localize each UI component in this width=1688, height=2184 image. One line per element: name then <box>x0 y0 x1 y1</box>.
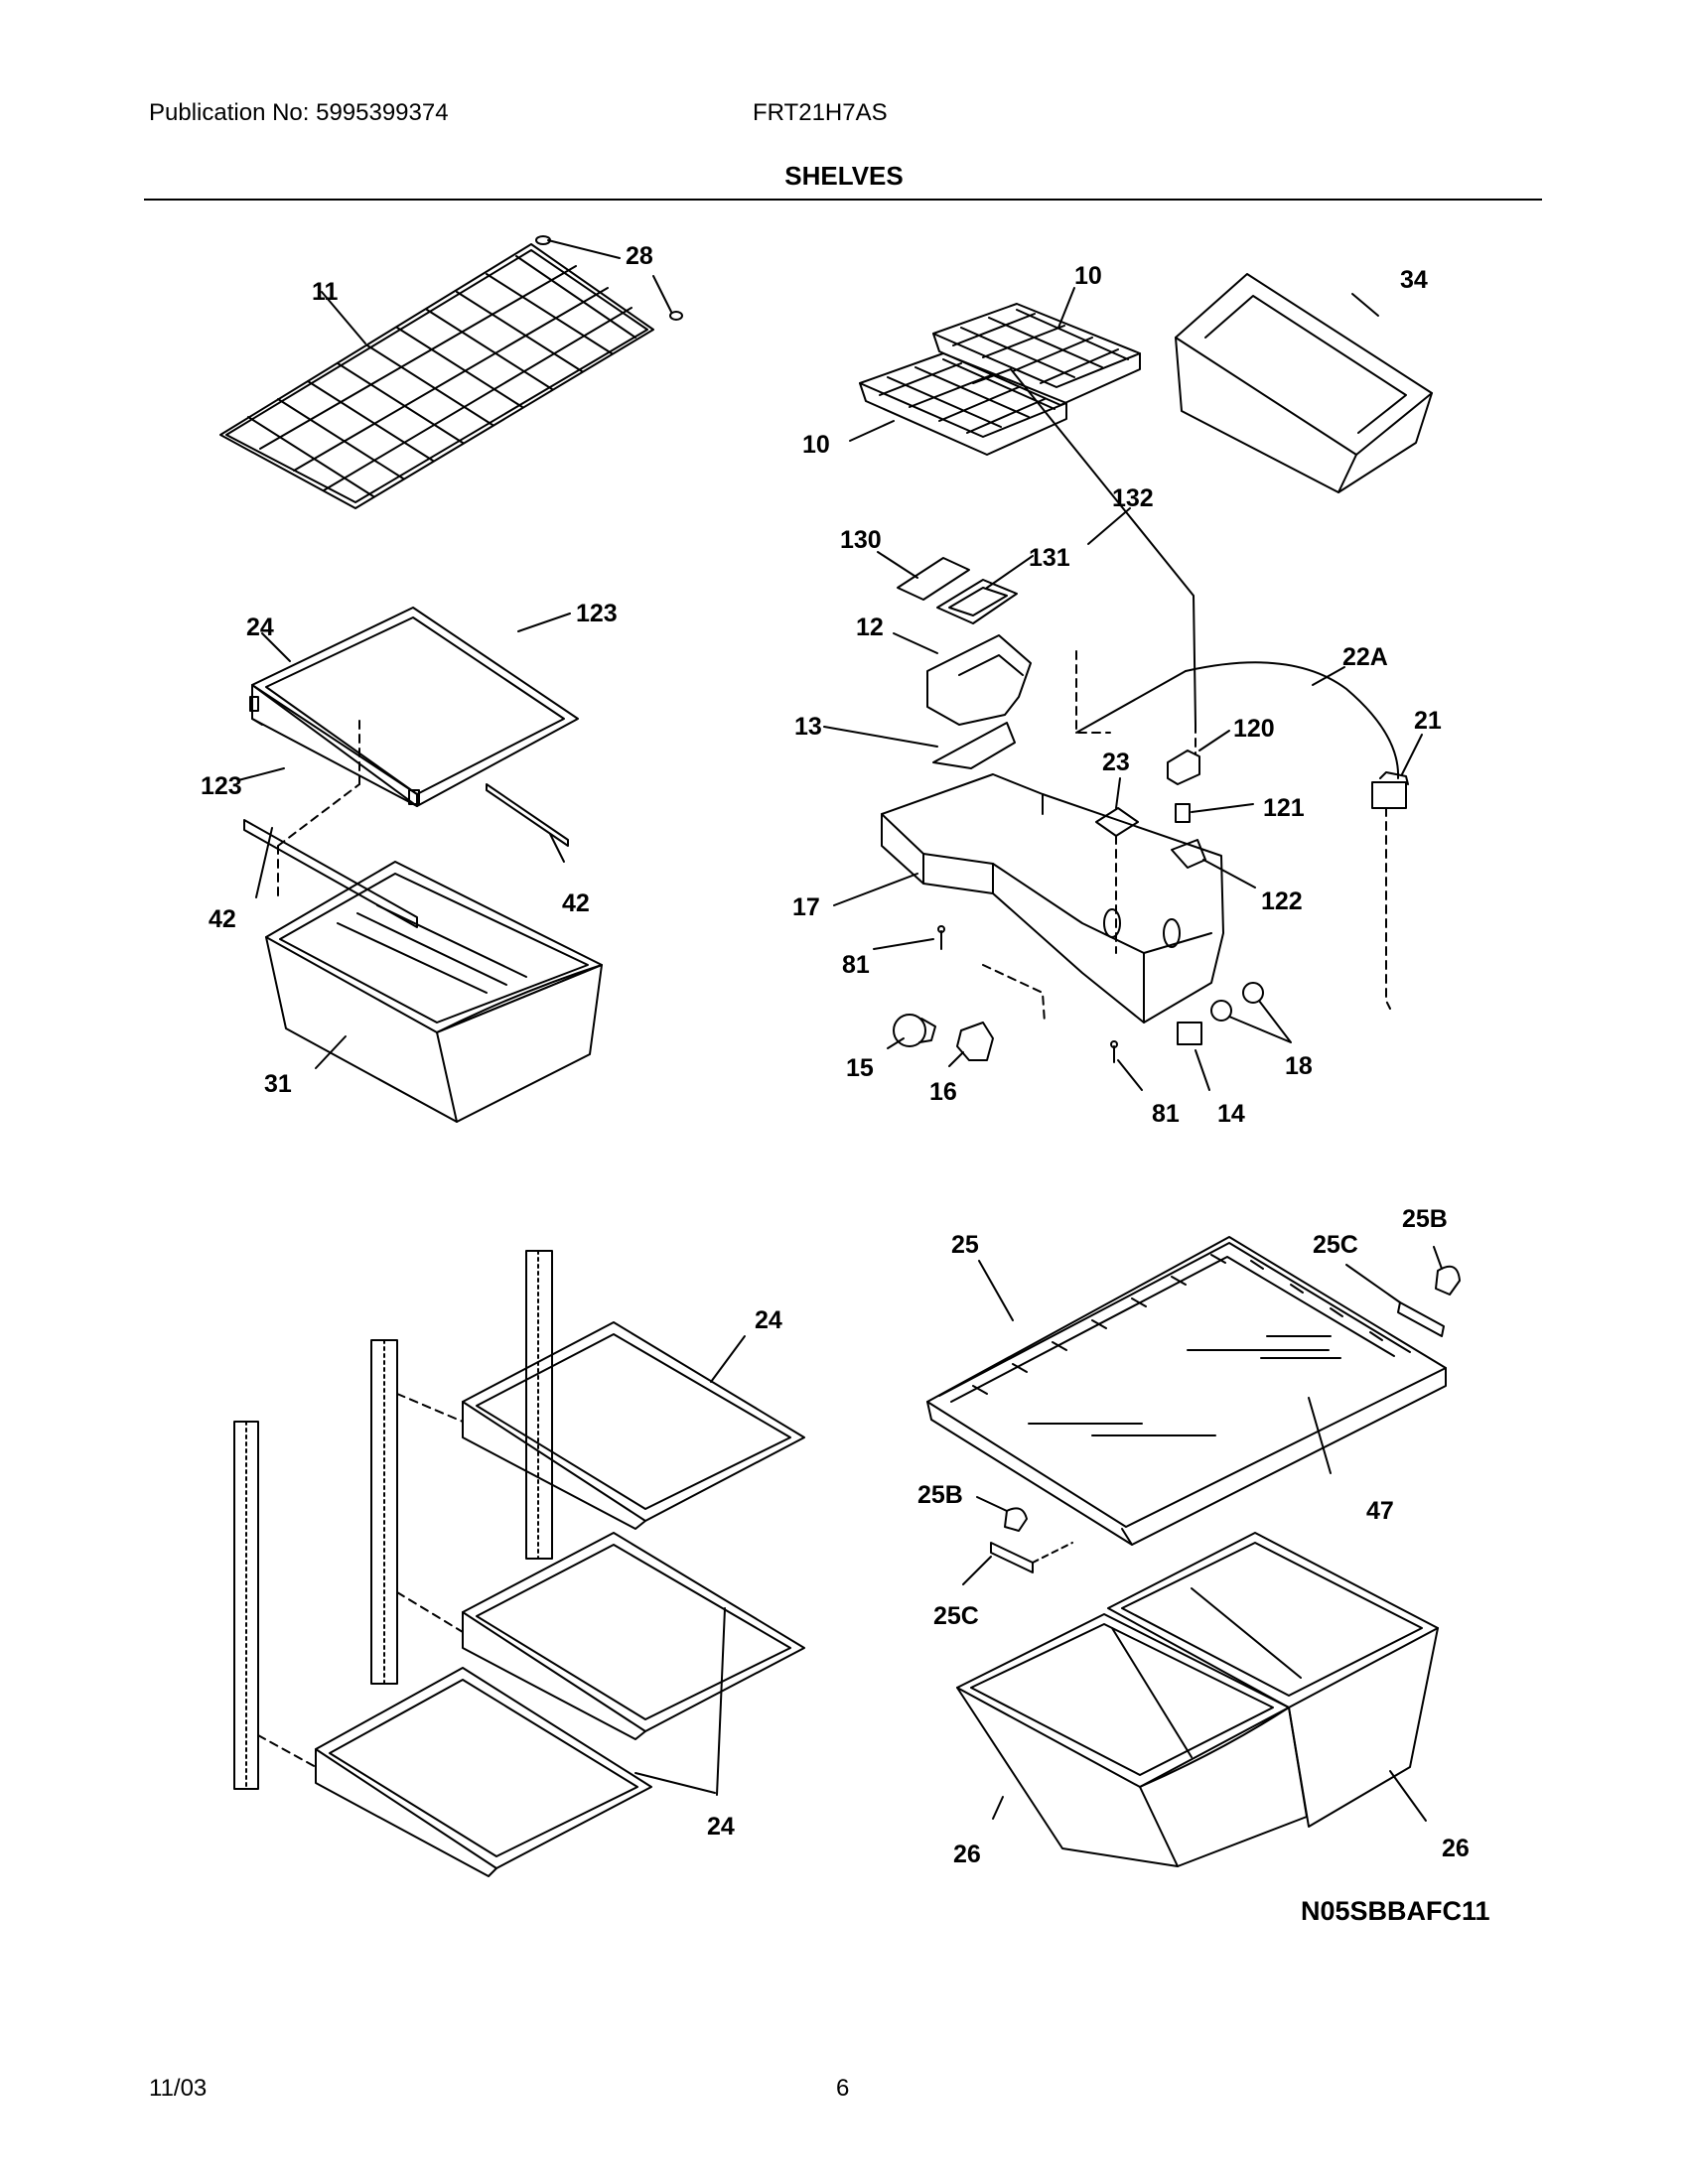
shelf-ladder-middle <box>370 1339 398 1685</box>
door-bin <box>1175 273 1433 493</box>
callout-18: 18 <box>1285 1052 1313 1080</box>
header-divider <box>144 199 1542 201</box>
callout-24-stack-top: 24 <box>755 1306 782 1334</box>
callout-28: 28 <box>626 242 653 270</box>
harness-132 <box>972 368 1196 755</box>
publication-number: Publication No: 5995399374 <box>149 99 449 126</box>
shelf-ladder-rear <box>525 1250 553 1560</box>
page-number: 6 <box>836 2075 850 2102</box>
light-bulb <box>893 1014 936 1047</box>
callout-22a: 22A <box>1342 643 1388 671</box>
cover-130 <box>897 557 970 601</box>
footer-date: 11/03 <box>149 2075 208 2102</box>
callout-12: 12 <box>856 614 884 641</box>
callout-23: 23 <box>1102 749 1130 776</box>
model-number: FRT21H7AS <box>753 99 888 126</box>
part-21 <box>1371 771 1409 1010</box>
callout-25b-left: 25B <box>917 1481 963 1509</box>
callout-16: 16 <box>929 1078 957 1106</box>
callout-81-upper: 81 <box>842 951 870 979</box>
crisper-cover <box>926 1236 1447 1546</box>
callout-123-upper: 123 <box>576 600 618 627</box>
frame-131 <box>936 579 1018 624</box>
callout-31: 31 <box>264 1070 292 1098</box>
deflector-13 <box>932 722 1016 769</box>
callout-14: 14 <box>1217 1100 1245 1128</box>
callout-24-stack-bottom: 24 <box>707 1813 735 1841</box>
diagram-code: N05SBBAFC11 <box>1301 1896 1490 1926</box>
callout-121: 121 <box>1263 794 1305 822</box>
callout-42-left: 42 <box>209 905 236 933</box>
glass-shelf-stack-1 <box>396 1321 805 1530</box>
callout-122: 122 <box>1261 887 1303 915</box>
callout-13: 13 <box>794 713 822 741</box>
callout-labels: 11 28 10 10 34 132 130 131 12 13 22A 21 … <box>201 242 1470 1868</box>
callout-15: 15 <box>846 1054 874 1082</box>
callout-25b-right: 25B <box>1402 1205 1448 1233</box>
callout-131: 131 <box>1029 544 1070 572</box>
callout-25c-right: 25C <box>1313 1231 1358 1259</box>
light-socket <box>956 964 1046 1061</box>
screw-81-lower <box>1110 1040 1118 1063</box>
leader-lines <box>237 239 1443 1822</box>
callout-25: 25 <box>951 1231 979 1259</box>
knobs-18 <box>1210 982 1264 1022</box>
callout-47: 47 <box>1366 1497 1394 1525</box>
callout-120: 120 <box>1233 715 1275 743</box>
part-121 <box>1175 803 1191 823</box>
callout-130: 130 <box>840 526 882 554</box>
glass-shelf-upper <box>249 607 579 807</box>
callout-26-right: 26 <box>1442 1835 1470 1862</box>
callout-34: 34 <box>1400 266 1428 294</box>
callout-24-upper: 24 <box>246 614 274 641</box>
shelf-ladder-front <box>233 1421 259 1790</box>
part-23 <box>1095 807 1139 954</box>
callout-10-lower: 10 <box>802 431 830 459</box>
screw-81-upper <box>937 925 945 950</box>
glass-shelf-stack-3 <box>257 1667 652 1877</box>
shelf-end-caps <box>535 235 683 321</box>
callout-42-right: 42 <box>562 889 590 917</box>
ice-tray-lower <box>859 352 1067 456</box>
callout-81-lower: 81 <box>1152 1100 1180 1128</box>
ice-bucket <box>926 634 1111 734</box>
wire-shelf <box>219 243 654 509</box>
control-housing <box>881 773 1224 1024</box>
crisper-right <box>1107 1532 1439 1828</box>
callout-21: 21 <box>1414 707 1442 735</box>
crisper-left <box>956 1613 1308 1867</box>
crisper-hardware <box>990 1265 1461 1573</box>
callout-10-upper: 10 <box>1074 262 1102 290</box>
meat-drawer <box>265 861 603 1123</box>
switch-14 <box>1177 1022 1202 1045</box>
callout-26-left: 26 <box>953 1841 981 1868</box>
part-120 <box>1167 750 1200 785</box>
callout-17: 17 <box>792 893 820 921</box>
callout-11: 11 <box>312 278 339 306</box>
callout-25c-left: 25C <box>933 1602 979 1630</box>
shelf-rails <box>243 716 569 928</box>
page-title: SHELVES <box>784 161 904 191</box>
callout-132: 132 <box>1112 484 1154 512</box>
ice-tray-upper <box>932 303 1141 406</box>
glass-shelf-stack-2 <box>396 1532 805 1740</box>
callout-123-lower: 123 <box>201 772 242 800</box>
harness-22a <box>1075 661 1400 779</box>
